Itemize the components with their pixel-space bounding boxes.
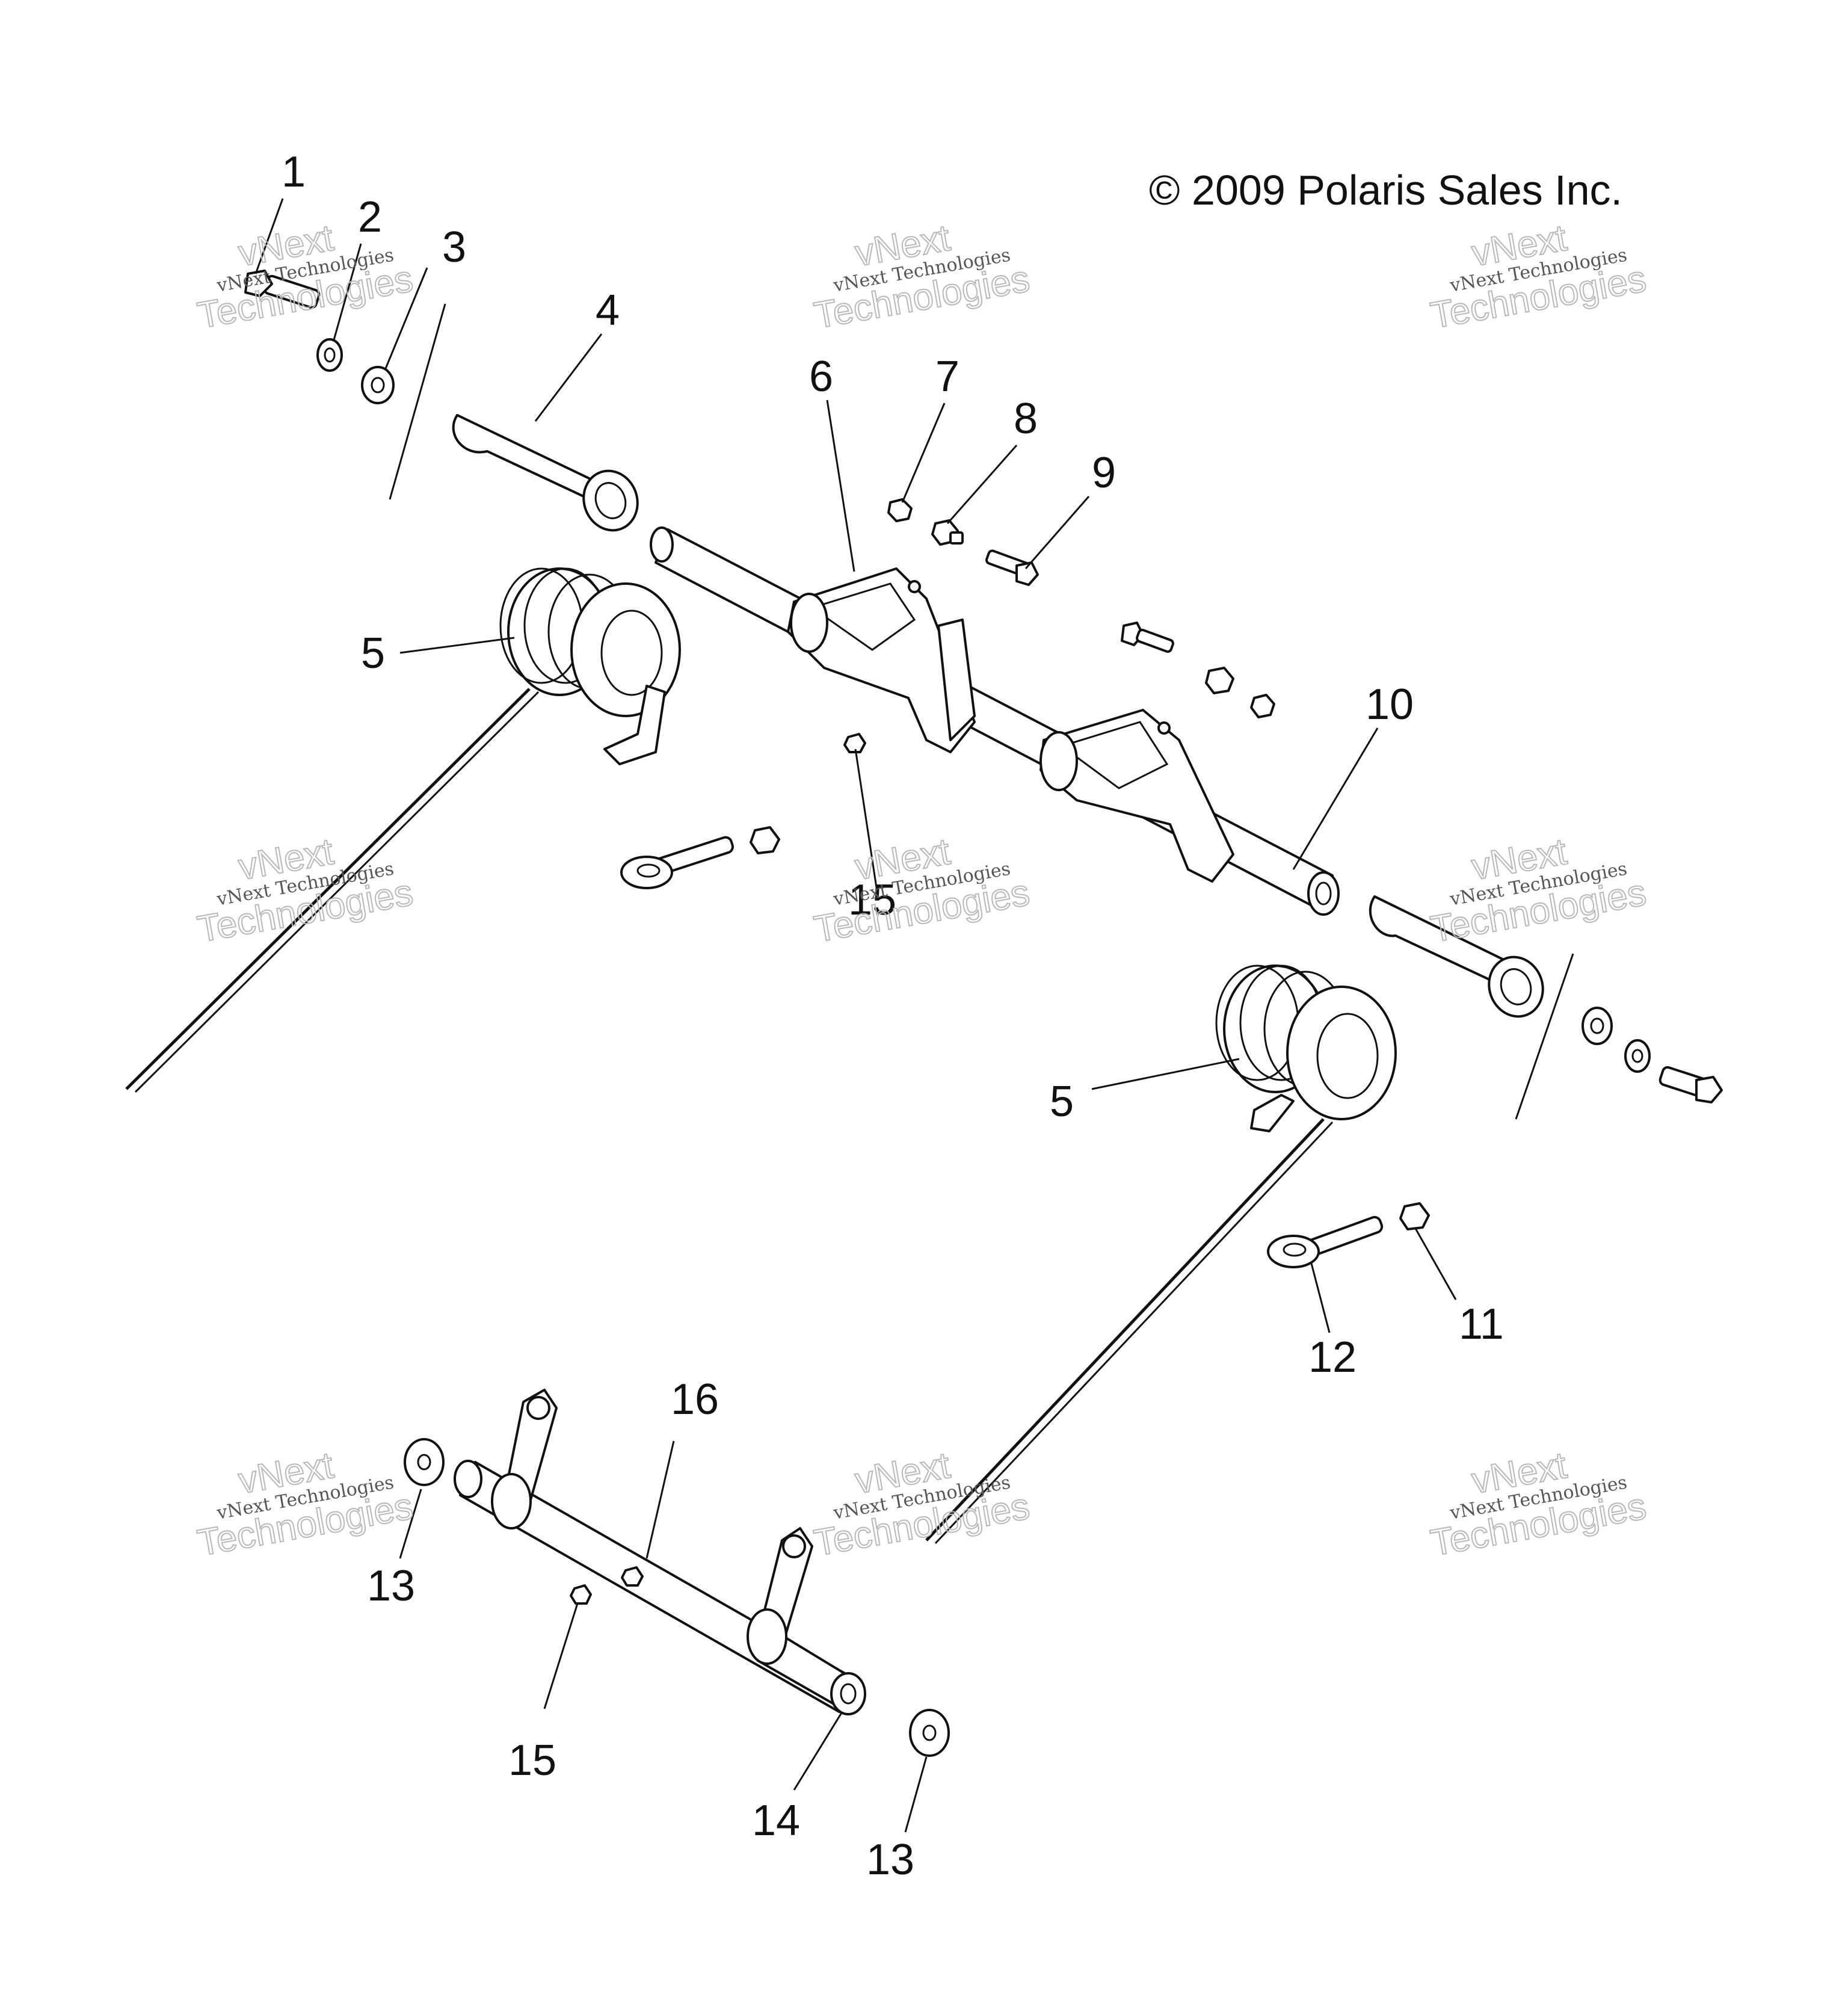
- break-line-right: [1515, 953, 1574, 1120]
- bolt-mid: [1121, 622, 1174, 653]
- washer-13-right: [909, 1709, 950, 1757]
- callout-5-left: 5: [361, 629, 385, 677]
- set-screw-lower-shaft: [621, 1566, 644, 1587]
- callout-5-right: 5: [1050, 1078, 1074, 1126]
- watermark-bottom-right: vNext Technologies vNext Technologies: [1427, 1444, 1649, 1565]
- callout-12: 12: [1308, 1333, 1357, 1381]
- bolt-9: [985, 549, 1039, 586]
- callout-3: 3: [442, 223, 466, 271]
- washer-right-small: [1624, 1039, 1651, 1073]
- set-screw-15-lower: [570, 1584, 592, 1605]
- callout-labels: 1 2 3 4 5 6 7 8 9 10 15 5 11 12 16 13 15…: [282, 148, 1504, 1884]
- leader-lines: [254, 198, 1457, 1833]
- watermark-bottom-center: vNext Technologies vNext Technologies: [810, 1444, 1033, 1565]
- callout-2: 2: [358, 193, 382, 241]
- washer-right-large: [1582, 1007, 1613, 1045]
- main-shaft: [650, 526, 1340, 916]
- watermark-middle-left: vNext Technologies vNext Technologies: [194, 830, 416, 951]
- bolt-top-left: [244, 270, 321, 309]
- bushing-top: [452, 414, 639, 532]
- callout-14: 14: [752, 1797, 800, 1845]
- callout-13-left: 13: [367, 1562, 415, 1610]
- break-line-left: [389, 303, 446, 500]
- callout-1: 1: [282, 148, 306, 196]
- bushing-right: [1369, 895, 1544, 1018]
- lower-arm-left: [491, 1389, 558, 1529]
- bracket-left: [787, 567, 976, 753]
- callout-15-middle: 15: [848, 876, 896, 924]
- callout-4: 4: [596, 286, 620, 335]
- watermark-top-center: vNext Technologies vNext Technologies: [810, 217, 1033, 338]
- watermark-top-right: vNext Technologies vNext Technologies: [1427, 217, 1649, 338]
- spring-right: [925, 965, 1397, 1545]
- nut-8: [931, 519, 964, 546]
- callout-15-lower: 15: [508, 1736, 556, 1785]
- set-screw-middle: [843, 733, 866, 753]
- bolt-right: [1659, 1066, 1723, 1103]
- nut-mid: [1205, 667, 1275, 718]
- washer-13-left: [404, 1438, 445, 1486]
- nut-11: [1399, 1202, 1430, 1230]
- callout-16: 16: [671, 1375, 719, 1424]
- copyright-text: © 2009 Polaris Sales Inc.: [1149, 167, 1622, 214]
- bracket-right: [1040, 709, 1234, 883]
- callout-10: 10: [1366, 681, 1414, 729]
- eyebolt-right: [1267, 1215, 1384, 1268]
- callout-9: 9: [1092, 449, 1116, 497]
- callout-13-right: 13: [866, 1836, 914, 1884]
- watermark-middle-center: vNext Technologies vNext Technologies: [810, 830, 1033, 951]
- lower-arm-right: [747, 1527, 813, 1665]
- spring-left: [125, 567, 681, 1093]
- nut-7: [887, 498, 913, 522]
- watermark-middle-right: vNext Technologies vNext Technologies: [1427, 830, 1649, 951]
- washer-3: [361, 366, 395, 404]
- callout-6: 6: [809, 353, 833, 401]
- eyebolt-left: [620, 826, 780, 889]
- callout-11: 11: [1459, 1300, 1504, 1348]
- watermark-top-left: vNext Technologies vNext Technologies: [194, 217, 416, 338]
- washer-2: [316, 338, 343, 372]
- callout-8: 8: [1014, 395, 1038, 443]
- watermark-bottom-left: vNext Technologies vNext Technologies: [194, 1444, 416, 1565]
- callout-7: 7: [935, 353, 959, 401]
